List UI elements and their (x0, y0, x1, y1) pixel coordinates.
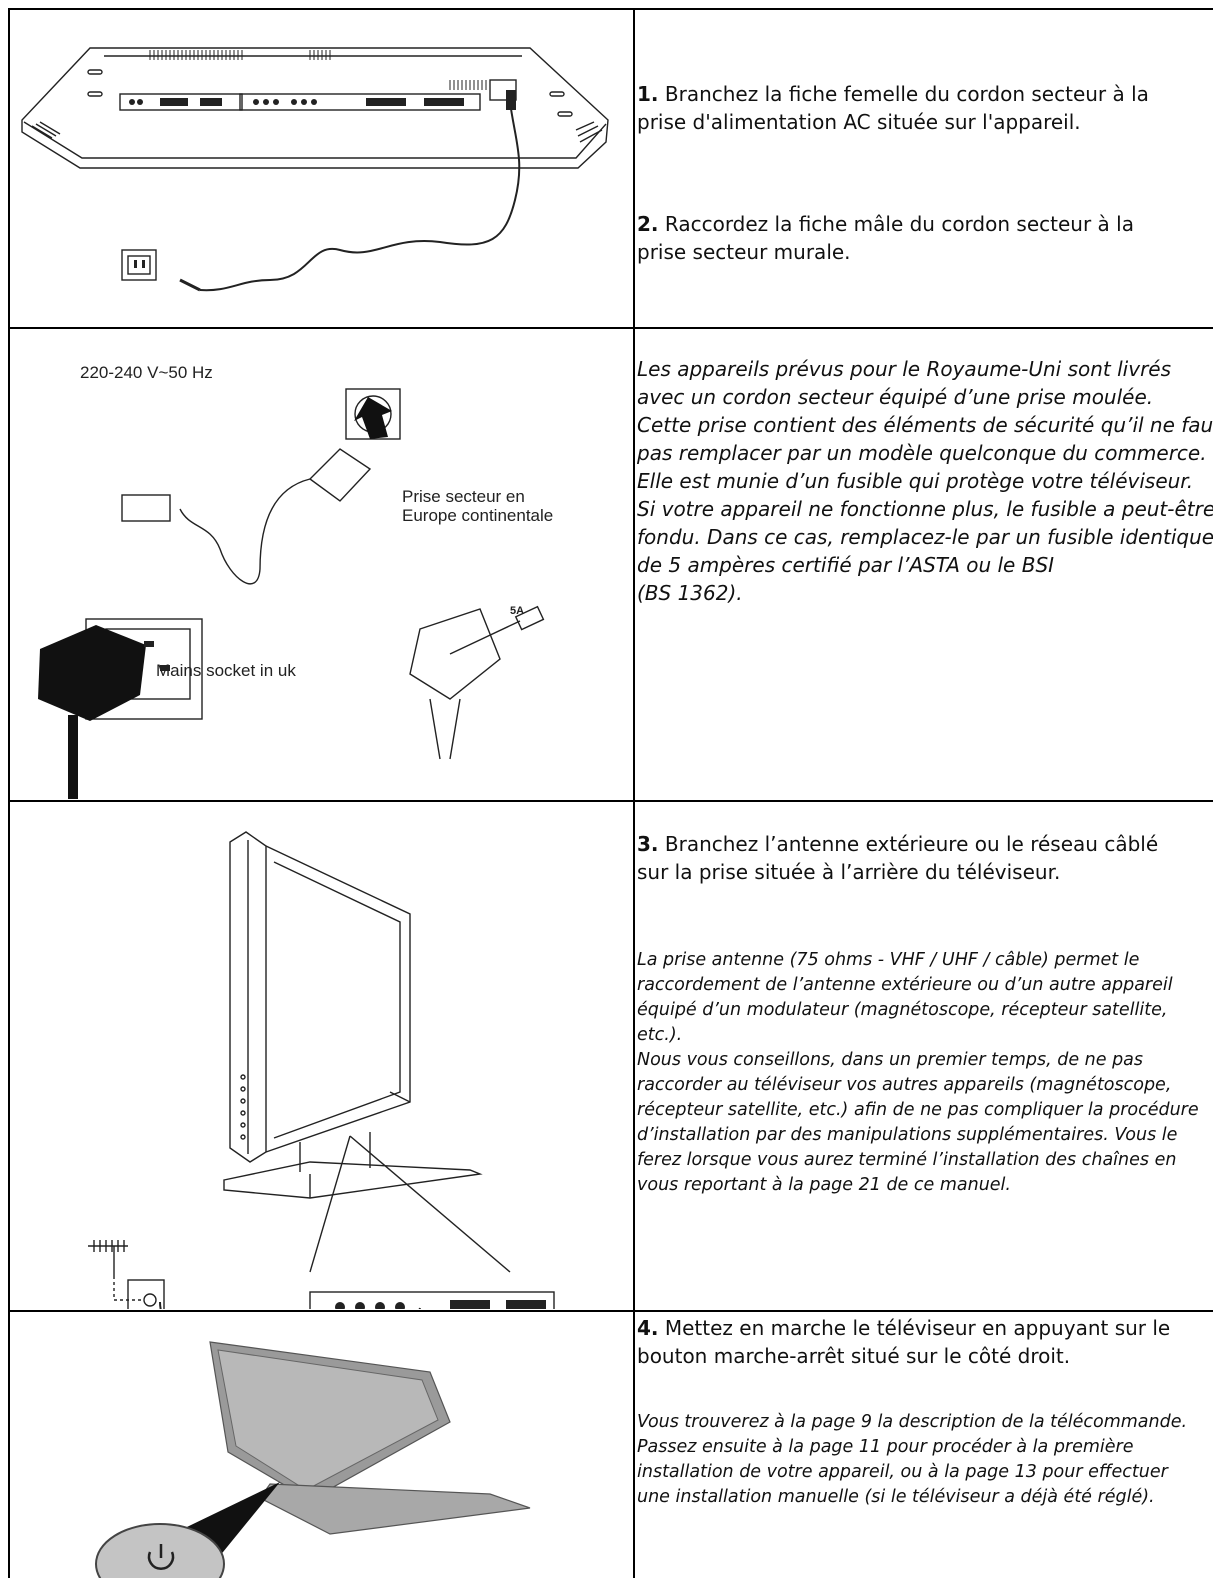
figure-tv-rear-power (10, 10, 633, 326)
figure-power-button (10, 1312, 633, 1578)
uk-socket-label: Mains socket in uk (156, 661, 296, 680)
step-2-line-2: prise secteur murale. (637, 240, 851, 264)
step-3-number: 3. (637, 832, 659, 856)
remote-note-line-4: une installation manuelle (si le télévis… (637, 1487, 1155, 1507)
step-3-line-2: sur la prise située à l’arrière du télév… (637, 860, 1061, 884)
step-1-line-2: prise d'alimentation AC située sur l'app… (637, 110, 1081, 134)
antenna-note-line-8: d’installation par des manipulations sup… (637, 1125, 1178, 1145)
antenna-note-line-4: etc.). (637, 1025, 683, 1045)
antenna-note-line-6: raccorder au téléviseur vos autres appar… (637, 1075, 1172, 1095)
step-4-line-2: bouton marche-arrêt situé sur le côté dr… (637, 1344, 1071, 1368)
step-2-line-1: Raccordez la fiche mâle du cordon secteu… (658, 212, 1134, 236)
uk-note-line-4: pas remplacer par un modèle quelconque d… (637, 441, 1207, 465)
uk-note-line-5: Elle est munie d’un fusible qui protège … (637, 469, 1194, 493)
uk-note-line-9: (BS 1362). (637, 581, 743, 605)
table-row-divider-3 (8, 1310, 1213, 1312)
step-1-line-1: Branchez la fiche femelle du cordon sect… (658, 82, 1149, 106)
step-1-text: 1. Branchez la fiche femelle du cordon s… (637, 80, 1213, 108)
uk-note-line-1: Les appareils prévus pour le Royaume-Uni… (637, 357, 1172, 381)
step-3-line-1: Branchez l’antenne extérieure ou le rése… (658, 832, 1159, 856)
antenna-note-line-3: équipé d’un modulateur (magnétoscope, ré… (637, 1000, 1168, 1020)
table-row-divider-2 (8, 800, 1213, 802)
step-1-number: 1. (637, 82, 659, 106)
figure-mains-plugs: 220-240 V~50 Hz Prise secteur en Europe … (10, 329, 633, 799)
uk-note-line-8: de 5 ampères certifié par l’ASTA ou le B… (637, 553, 1055, 577)
antenna-notes: La prise antenne (75 ohms - VHF / UHF / … (637, 948, 1213, 1198)
antenna-connection-illustration (88, 831, 555, 1309)
uk-plug-notes: Les appareils prévus pour le Royaume-Uni… (637, 355, 1213, 607)
continental-socket-label-1: Prise secteur en (402, 487, 525, 506)
table-border-left (8, 8, 10, 1578)
antenna-note-line-10: vous reportant à la page 21 de ce manuel… (637, 1175, 1011, 1195)
step-4-number: 4. (637, 1316, 659, 1340)
tv-rear-power-illustration (21, 47, 609, 292)
antenna-note-line-7: récepteur satellite, etc.) afin de ne pa… (637, 1100, 1199, 1120)
remote-notes: Vous trouverez à la page 9 la descriptio… (637, 1410, 1213, 1510)
uk-note-line-2: avec un cordon secteur équipé d’une pris… (637, 385, 1154, 409)
uk-note-line-7: fondu. Dans ce cas, remplacez-le par un … (637, 525, 1213, 549)
antenna-note-line-9: ferez lorsque vous aurez terminé l’insta… (637, 1150, 1177, 1170)
continental-socket-label-2: Europe continentale (402, 506, 554, 525)
step-1-2-text: 1. Branchez la fiche femelle du cordon s… (637, 80, 1213, 266)
mains-plugs-illustration (38, 388, 545, 799)
remote-note-line-3: installation de votre appareil, ou à la … (637, 1462, 1168, 1482)
step-2-text: 2. Raccordez la fiche mâle du cordon sec… (637, 210, 1213, 238)
uk-note-line-3: Cette prise contient des éléments de séc… (637, 413, 1213, 437)
remote-note-line-2: Passez ensuite à la page 11 pour procéde… (637, 1437, 1134, 1457)
step-4-text: 4. Mettez en marche le téléviseur en app… (637, 1314, 1213, 1342)
table-column-divider (633, 8, 635, 1578)
antenna-note-line-5: Nous vous conseillons, dans un premier t… (637, 1050, 1144, 1070)
remote-note-line-1: Vous trouverez à la page 9 la descriptio… (637, 1412, 1188, 1432)
step-2-number: 2. (637, 212, 659, 236)
voltage-label: 220-240 V~50 Hz (80, 363, 213, 382)
antenna-note-line-2: raccordement de l’antenne extérieure ou … (637, 975, 1173, 995)
step-4-text-block: 4. Mettez en marche le téléviseur en app… (637, 1314, 1213, 1510)
antenna-note-line-1: La prise antenne (75 ohms - VHF / UHF / … (637, 950, 1140, 970)
power-button-illustration (95, 1341, 531, 1578)
figure-antenna-connection (10, 802, 633, 1309)
uk-note-line-6: Si votre appareil ne fonctionne plus, le… (637, 497, 1213, 521)
fuse-label: 5A (510, 605, 525, 617)
step-3-text-block: 3. Branchez l’antenne extérieure ou le r… (637, 830, 1213, 1198)
table-row-divider-1 (8, 327, 1213, 329)
step-3-text: 3. Branchez l’antenne extérieure ou le r… (637, 830, 1213, 858)
table-border-top (8, 8, 1213, 10)
step-4-line-1: Mettez en marche le téléviseur en appuya… (658, 1316, 1171, 1340)
